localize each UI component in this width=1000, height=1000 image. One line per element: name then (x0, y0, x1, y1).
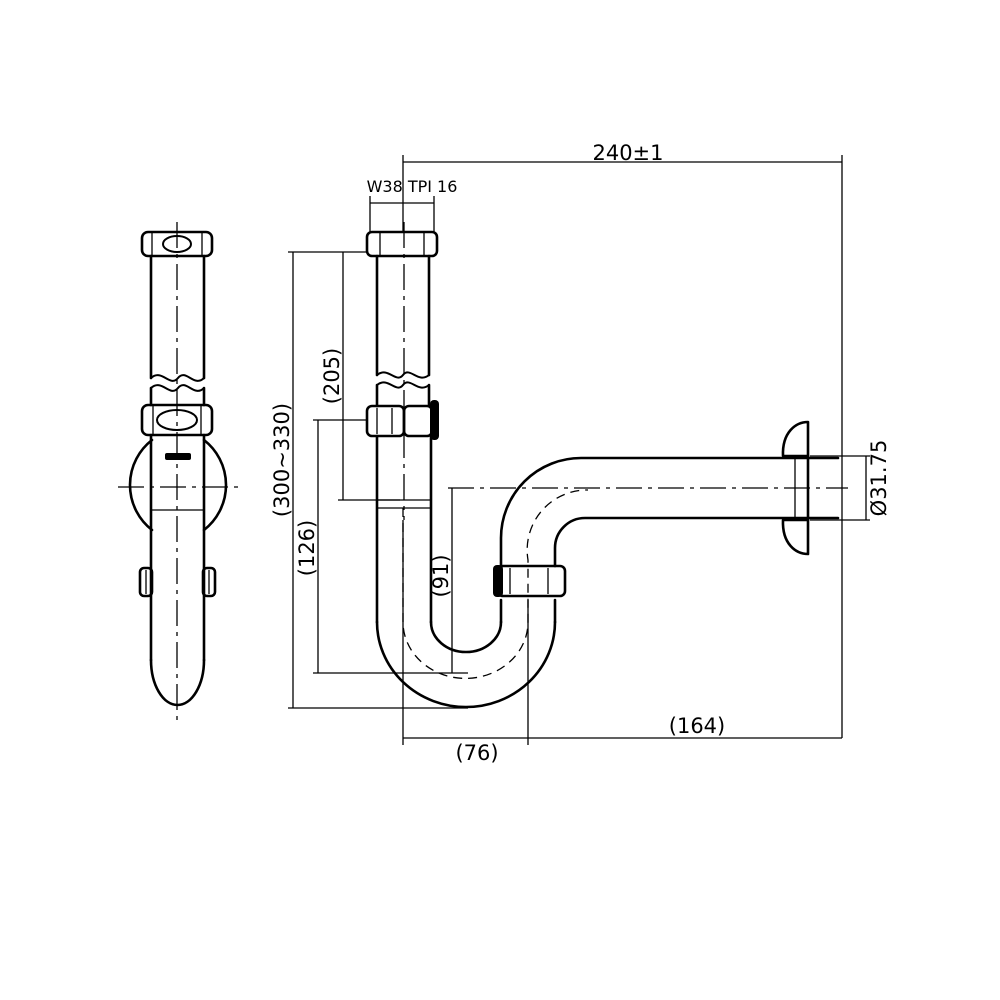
dimension-labels: 240±1 W38 TPI 16 (300~330) (205) (126) (… (270, 141, 891, 765)
side-view (118, 222, 240, 725)
dim-outlet-length: (164) (669, 714, 725, 738)
dim-trap-height: (126) (295, 520, 319, 576)
dim-overall-width: 240±1 (592, 141, 663, 165)
dim-trap-width: (76) (455, 741, 498, 765)
dim-thread-spec: W38 TPI 16 (367, 177, 458, 196)
dimension-lines (288, 155, 870, 745)
dim-height-range: (300~330) (270, 403, 294, 517)
front-view (365, 222, 848, 709)
dim-inlet-height: (205) (320, 348, 344, 404)
dim-seal-depth: (91) (429, 554, 453, 597)
dim-outlet-diameter: Ø31.75 (867, 440, 891, 517)
